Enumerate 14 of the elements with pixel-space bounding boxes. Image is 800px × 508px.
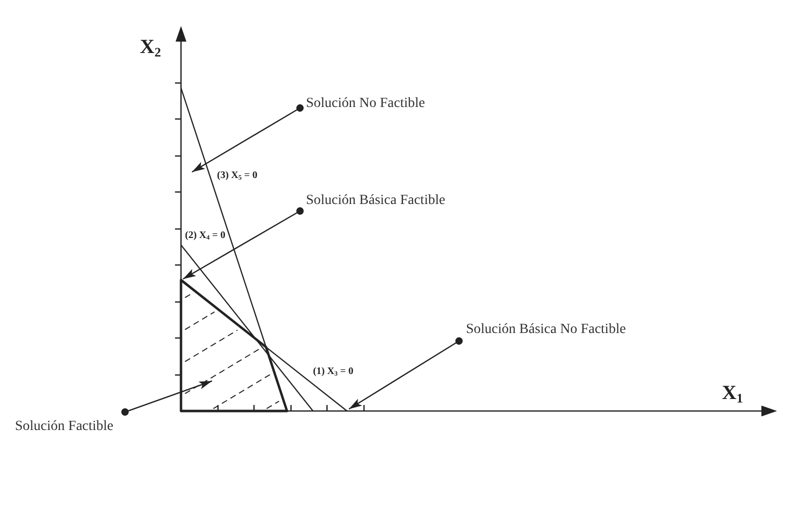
leader-line: [182, 207, 304, 280]
annotation-label: Solución Básica No Factible: [466, 322, 626, 338]
annotation-label: Solución Factible: [15, 419, 114, 434]
feasible-region: [180, 278, 288, 412]
annotation-label: Solución Básica Factible: [306, 193, 446, 208]
line-label: (3) X$_{5}$ = 0: [216, 170, 258, 181]
leader-line: [192, 104, 304, 173]
axis-label: X$_{2}$: [140, 36, 161, 58]
annotation-label: Solución No Factible: [306, 96, 425, 112]
line-label: (1) X$_{3}$ = 0: [312, 366, 354, 377]
leader-line: [121, 380, 212, 416]
axis-label: X$_{1}$: [722, 382, 743, 404]
line-label: (2) X$_{4}$ = 0: [184, 230, 226, 241]
leader-line: [348, 337, 463, 410]
